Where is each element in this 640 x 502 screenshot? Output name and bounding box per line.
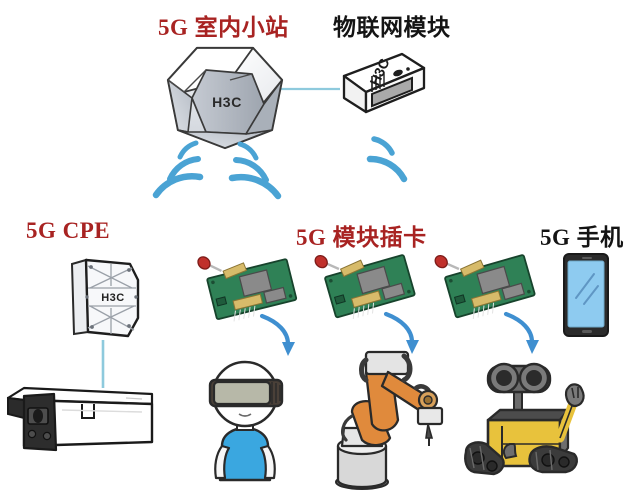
device-5g-indoor-small-cell[interactable]: H3C — [160, 40, 290, 152]
h3c-logo-text: H3C — [212, 94, 242, 110]
device-smartphone[interactable] — [560, 252, 614, 340]
signal-wave-center — [222, 136, 304, 206]
label-iot-module: 物联网模块 — [333, 14, 451, 40]
h3c-logo-text: H3C — [101, 292, 125, 304]
device-robot-arm[interactable] — [326, 342, 446, 494]
link-cpe-camera — [100, 340, 106, 388]
device-ip-camera[interactable] — [2, 374, 166, 458]
device-5g-module-card-2[interactable] — [314, 247, 422, 320]
label-5g-indoor-small-cell: 5G 室内小站 — [158, 15, 289, 40]
label-5g-module-card: 5G 模块插卡 — [296, 225, 427, 250]
arrow-module-to-vr — [258, 312, 306, 360]
arrow-module-to-mobilerobot — [502, 310, 550, 358]
device-iot-module[interactable]: H3C — [326, 52, 428, 122]
signal-wave-left — [134, 137, 214, 205]
device-mobile-robot[interactable] — [458, 348, 590, 496]
device-vr-person[interactable] — [192, 350, 298, 496]
device-5g-module-card-1[interactable] — [197, 250, 304, 322]
label-5g-cpe: 5G CPE — [26, 218, 111, 243]
label-5g-smartphone: 5G 手机 — [540, 225, 624, 250]
device-5g-module-card-3[interactable] — [434, 247, 542, 320]
arrow-module-to-robotarm — [382, 310, 430, 358]
signal-wave-right — [364, 133, 428, 195]
device-5g-cpe[interactable]: H3C — [58, 252, 150, 344]
